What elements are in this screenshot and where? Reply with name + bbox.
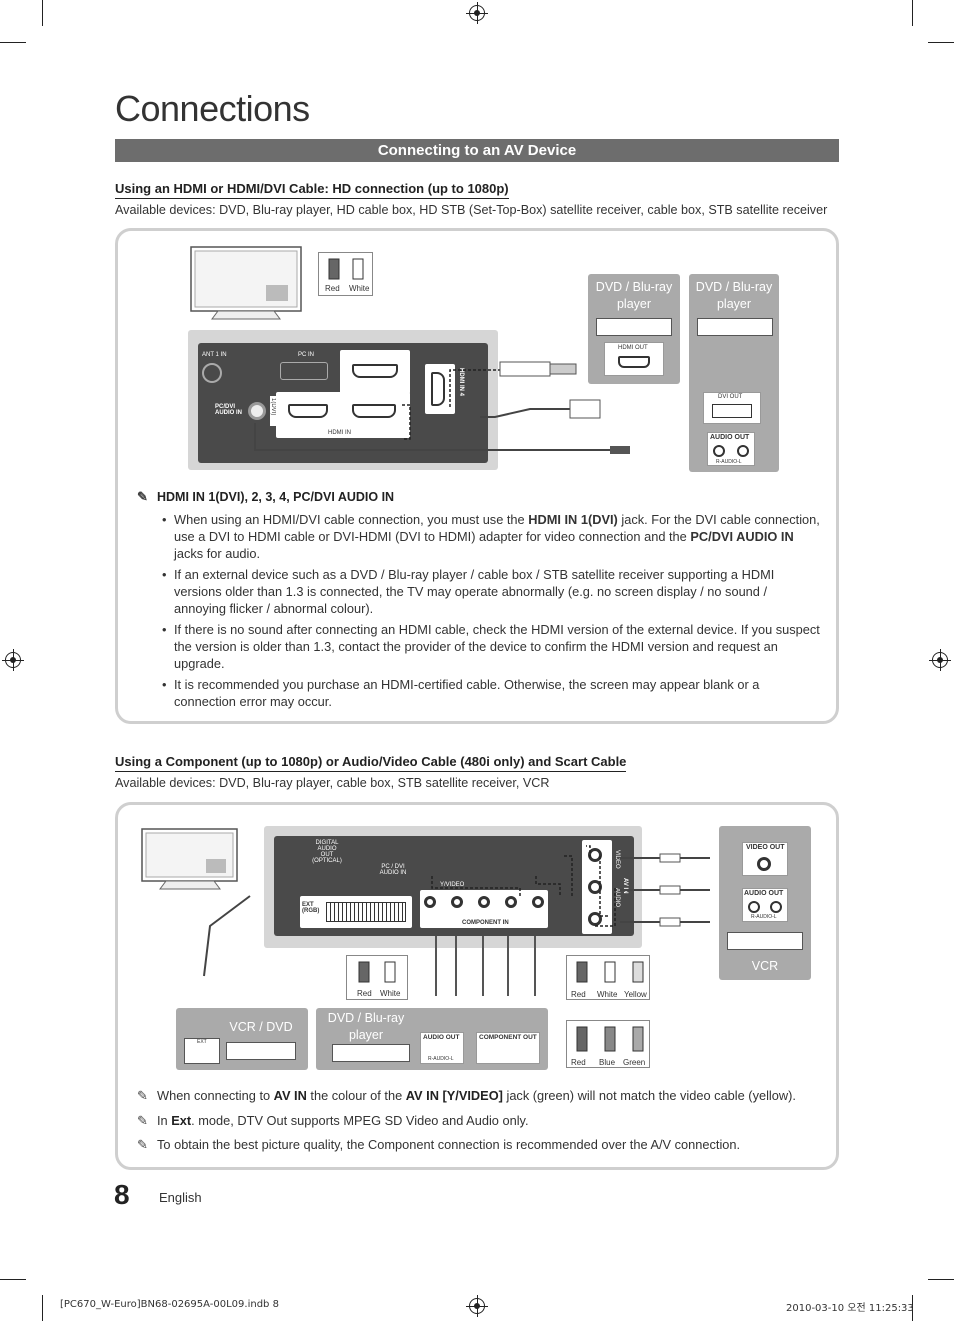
- page-title: Connections: [115, 88, 310, 130]
- registration-mark-icon: [932, 652, 948, 668]
- component-note: ✎To obtain the best picture quality, the…: [137, 1137, 740, 1153]
- dvd-player-icon: [596, 318, 672, 336]
- component-available-devices: Available devices: DVD, Blu-ray player, …: [115, 776, 549, 790]
- pencil-icon: ✎: [137, 1137, 157, 1153]
- audio-r-jack-icon: [748, 901, 760, 913]
- red-blue-green-cable-card: Red Blue Green: [566, 1020, 650, 1068]
- hdmi-available-devices: Available devices: DVD, Blu-ray player, …: [115, 203, 827, 217]
- cable-red-label: Red: [571, 990, 586, 999]
- page-language: English: [159, 1190, 202, 1205]
- dvd-player-icon: [332, 1044, 410, 1062]
- vcr-dvd-label: VCR / DVD: [218, 1019, 304, 1036]
- dvd-dvi-device-label: DVD / Blu-ray player: [691, 279, 777, 313]
- note-text: . mode, DTV Out supports MPEG SD Video a…: [191, 1113, 528, 1128]
- pencil-icon: ✎: [137, 1088, 157, 1104]
- hdmi-note-heading-text: HDMI IN 1(DVI), 2, 3, 4, PC/DVI AUDIO IN: [157, 490, 394, 504]
- vcr-label: VCR: [720, 958, 810, 975]
- crop-mark: [912, 0, 913, 26]
- audio-rl-label: R-AUDIO-L: [428, 1056, 454, 1062]
- bullet-text: When using an HDMI/DVI cable connection,…: [174, 512, 528, 527]
- list-item: It is recommended you purchase an HDMI-c…: [160, 676, 820, 710]
- audio-rl-label: R-AUDIO-L: [751, 914, 777, 920]
- list-item: If there is no sound after connecting an…: [160, 621, 820, 672]
- crop-mark: [42, 1295, 43, 1321]
- list-item: When using an HDMI/DVI cable connection,…: [160, 511, 820, 562]
- component-note: ✎When connecting to AV IN the colour of …: [137, 1088, 796, 1104]
- vcr-dvd-icon: [226, 1042, 296, 1060]
- dvi-out-label: DVI OUT: [718, 394, 742, 400]
- note-text: In: [157, 1113, 171, 1128]
- note-text: When connecting to: [157, 1088, 274, 1103]
- component-out-label: COMPONENT OUT: [479, 1034, 537, 1041]
- note-text: the colour of the: [307, 1088, 406, 1103]
- registration-mark-icon: [469, 5, 485, 21]
- dvd-component-label: DVD / Blu-ray player: [322, 1010, 410, 1044]
- note-bold: AV IN: [274, 1088, 307, 1103]
- bullet-bold: PC/DVI AUDIO IN: [690, 529, 793, 544]
- cable-blue-label: Blue: [599, 1058, 615, 1067]
- dvd-hdmi-device-label: DVD / Blu-ray player: [590, 279, 678, 313]
- pencil-icon: ✎: [137, 1113, 157, 1129]
- cable-red-label: Red: [357, 989, 372, 998]
- pencil-icon: ✎: [137, 489, 157, 505]
- audio-l-jack-icon: [737, 445, 749, 457]
- crop-mark: [928, 42, 954, 43]
- registration-mark-icon: [469, 1298, 485, 1314]
- page-number: 8: [114, 1179, 130, 1211]
- list-item: If an external device such as a DVD / Bl…: [160, 566, 820, 617]
- hdmi-note-list: When using an HDMI/DVI cable connection,…: [160, 511, 820, 714]
- note-bold: AV IN [Y/VIDEO]: [406, 1088, 503, 1103]
- video-out-jack-icon: [757, 857, 771, 871]
- cable-yellow-label: Yellow: [624, 990, 647, 999]
- red-white-yellow-cable-card: Red White Yellow: [566, 955, 650, 1000]
- vcr-icon: [727, 932, 803, 950]
- cable-green-label: Green: [623, 1058, 645, 1067]
- cable-white-label: White: [349, 284, 369, 293]
- footer-file: [PC670_W-Euro]BN68-02695A-00L09.indb 8: [60, 1299, 279, 1310]
- red-white-cable-card: Red White: [346, 955, 408, 1000]
- bullet-bold: HDMI IN 1(DVI): [528, 512, 618, 527]
- cable-red-label: Red: [325, 284, 340, 293]
- component-heading: Using a Component (up to 1080p) or Audio…: [115, 754, 626, 772]
- registration-mark-icon: [5, 652, 21, 668]
- audio-out-label: AUDIO OUT: [710, 434, 749, 441]
- note-text: To obtain the best picture quality, the …: [157, 1137, 740, 1152]
- bullet-text: jacks for audio.: [174, 546, 260, 561]
- ext-port-label: EXT: [197, 1039, 207, 1045]
- audio-r-jack-icon: [713, 445, 725, 457]
- note-text: jack (green) will not match the video ca…: [503, 1088, 796, 1103]
- section-title: Connecting to an AV Device: [115, 139, 839, 162]
- crop-mark: [0, 42, 26, 43]
- hdmi-out-port-icon: [618, 356, 650, 368]
- audio-rl-label: R-AUDIO-L: [716, 459, 742, 465]
- crop-mark: [928, 1279, 954, 1280]
- footer-timestamp: 2010-03-10 오전 11:25:33: [786, 1299, 914, 1314]
- audio-l-jack-icon: [770, 901, 782, 913]
- crop-mark: [42, 0, 43, 26]
- audio-out-label: AUDIO OUT: [423, 1034, 459, 1041]
- hdmi-note-heading: ✎HDMI IN 1(DVI), 2, 3, 4, PC/DVI AUDIO I…: [137, 489, 394, 505]
- note-bold: Ext: [171, 1113, 191, 1128]
- crop-mark: [0, 1279, 26, 1280]
- tv-icon: [188, 245, 303, 325]
- component-note: ✎In Ext. mode, DTV Out supports MPEG SD …: [137, 1113, 529, 1129]
- dvd-player-icon: [697, 318, 773, 336]
- cable-white-label: White: [380, 989, 400, 998]
- hdmi-heading: Using an HDMI or HDMI/DVI Cable: HD conn…: [115, 181, 509, 199]
- video-out-label: VIDEO OUT: [746, 844, 785, 851]
- hdmi-cable-lines: [230, 345, 630, 460]
- red-white-cable-card: Red White: [318, 252, 373, 296]
- cable-white-label: White: [597, 990, 617, 999]
- dvi-out-port-icon: [712, 404, 752, 418]
- audio-out-label: AUDIO OUT: [744, 890, 783, 897]
- ant-jack-icon: [202, 363, 222, 383]
- ant-label: ANT 1 IN: [202, 352, 227, 358]
- cable-red-label: Red: [571, 1058, 586, 1067]
- hdmi-out-label: HDMI OUT: [618, 345, 648, 351]
